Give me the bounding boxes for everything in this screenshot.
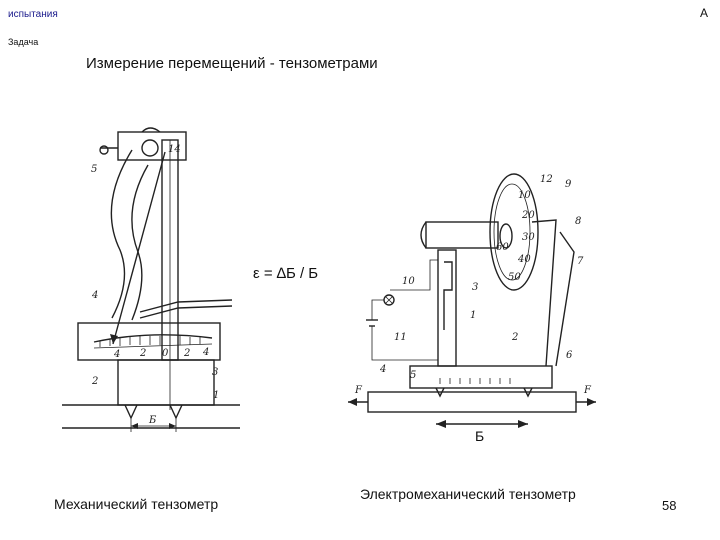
header-right-text: А [699, 6, 708, 20]
specimen-bar [367, 391, 577, 413]
header-left-text: испытания [8, 9, 58, 20]
spindle-housing [425, 221, 499, 249]
right-label-12: 12 [540, 174, 553, 185]
right-label-2: 2 [511, 332, 518, 343]
right-label-4: 4 [379, 364, 386, 375]
head-block [117, 131, 187, 161]
right-label-7: 7 [577, 256, 584, 267]
left-label-14: 14 [168, 144, 181, 155]
left-label-3: 3 [212, 367, 218, 378]
strain-formula: ε = ∆Б / Б [250, 265, 322, 282]
base-ticks [439, 378, 511, 384]
right-label-1: 1 [470, 310, 476, 321]
right-label-9: 9 [565, 179, 572, 190]
scale-label-3: 2 [183, 348, 190, 359]
page-number: 58 [662, 498, 677, 513]
dial-label-40: 40 [517, 254, 531, 265]
adjust-screw [99, 145, 109, 155]
right-label-8: 8 [575, 216, 581, 227]
scale-ticks [99, 336, 201, 347]
frame-plate [77, 322, 221, 361]
dial-label-10: 10 [518, 190, 531, 201]
scale-arc [93, 334, 213, 343]
right-label-6: 6 [566, 350, 573, 361]
right-label-5: 5 [410, 370, 416, 381]
pointer-arrow [112, 151, 166, 345]
base-length-label: Б [475, 428, 485, 444]
wire-top [390, 259, 438, 291]
base-plate [409, 365, 553, 389]
caption-mechanical: Механический тензометр [54, 496, 219, 512]
left-label-5: 5 [91, 164, 97, 175]
dial-label-50: 50 [508, 272, 521, 283]
force-label-left: F [354, 385, 363, 396]
curved-arm-outer [110, 149, 133, 319]
right-arm [531, 219, 557, 367]
contact-spring [443, 261, 453, 330]
upright [437, 249, 457, 367]
scale-label-1: 2 [139, 348, 146, 359]
scale-label-2: 0 [162, 348, 169, 359]
left-dimension-label: Б [148, 415, 157, 426]
right-label-10: 10 [402, 276, 415, 287]
dial-disc [489, 173, 539, 291]
caption-electromechanical: Электромеханический тензометр [360, 486, 576, 502]
task-label: Задача [8, 37, 39, 47]
right-label-3: 3 [472, 282, 478, 293]
slide-title: Измерение перемещений - тензометрами [86, 55, 378, 72]
left-label-2: 2 [91, 376, 98, 387]
force-label-right: F [583, 385, 592, 396]
right-label-11: 11 [394, 332, 407, 343]
lever [139, 299, 233, 313]
dial-label-60: 60 [496, 242, 509, 253]
scale-label-0: 4 [113, 349, 120, 360]
scale-label-4: 4 [202, 347, 209, 358]
dial-label-20: 20 [521, 210, 535, 221]
left-label-4: 4 [91, 290, 98, 301]
left-label-1: 1 [213, 390, 219, 401]
dial-label-30: 30 [522, 232, 535, 243]
